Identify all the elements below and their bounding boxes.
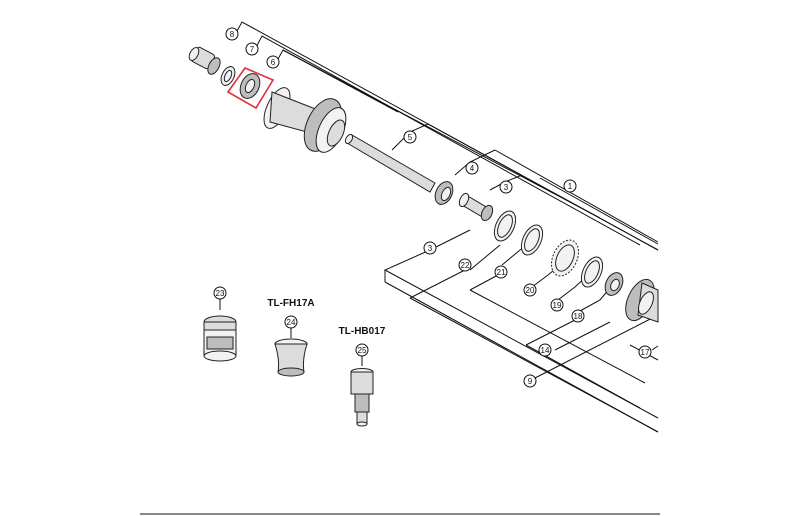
- callout-20: 20: [523, 283, 537, 297]
- part-5-axle: [344, 133, 436, 193]
- callout-19: 19: [550, 298, 564, 312]
- highlight-box-part-6: [226, 67, 275, 110]
- callout-14: 14: [538, 343, 552, 357]
- callout-25-label: 25: [358, 346, 367, 355]
- callout-24: 24: [284, 315, 298, 329]
- tool-fh17a: [274, 338, 308, 377]
- hub-body: [263, 87, 347, 153]
- tool-label-fh17a: TL-FH17A: [267, 298, 314, 309]
- callout-8: 8: [225, 27, 239, 41]
- part-17-freehub: [625, 278, 659, 323]
- callouts: 8 7 6 5 4 3 1 3 22 21 20 19 18 17 14 9 2…: [213, 27, 652, 388]
- callout-3-upper: 3: [499, 180, 513, 194]
- callout-5-label: 5: [408, 133, 413, 142]
- callout-6-label: 6: [271, 58, 276, 67]
- callout-8-label: 8: [230, 30, 235, 39]
- callout-17: 17: [638, 345, 652, 359]
- callout-21: 21: [494, 265, 508, 279]
- callout-23-label: 23: [216, 289, 225, 298]
- part-6-bearing: [239, 73, 261, 99]
- callout-3-lower: 3: [423, 241, 437, 255]
- callout-18-label: 18: [574, 312, 583, 321]
- tool-grease-jar: [203, 315, 237, 362]
- tool-label-hb017: TL-HB017: [339, 326, 386, 337]
- callout-6: 6: [266, 55, 280, 69]
- callout-1-label: 1: [568, 182, 573, 191]
- parts-artwork: [188, 46, 659, 323]
- part-4-bearing: [434, 181, 454, 205]
- callout-24-label: 24: [287, 318, 296, 327]
- callout-21-label: 21: [497, 268, 506, 277]
- callout-1: 1: [563, 179, 577, 193]
- callout-18: 18: [571, 309, 585, 323]
- tool-hb017: [350, 368, 374, 427]
- part-8-end-cap: [188, 46, 221, 75]
- part-3-sleeve: [458, 192, 494, 222]
- callout-14-label: 14: [541, 346, 550, 355]
- callout-4-label: 4: [470, 164, 475, 173]
- callout-4: 4: [465, 161, 479, 175]
- callout-9: 9: [523, 374, 537, 388]
- part-20-ratchet: [550, 239, 580, 277]
- callout-19-label: 19: [553, 301, 562, 310]
- callout-22-label: 22: [461, 261, 470, 270]
- callout-3-upper-label: 3: [504, 183, 509, 192]
- part-18-bearing: [604, 272, 624, 296]
- callout-9-label: 9: [528, 377, 533, 386]
- callout-25: 25: [355, 343, 369, 357]
- callout-7-label: 7: [250, 45, 255, 54]
- callout-22: 22: [458, 258, 472, 272]
- callout-7: 7: [245, 42, 259, 56]
- callout-20-label: 20: [526, 286, 535, 295]
- callout-3-lower-label: 3: [428, 244, 433, 253]
- callout-23: 23: [213, 286, 227, 300]
- callout-17-label: 17: [641, 348, 650, 357]
- callout-5: 5: [403, 130, 417, 144]
